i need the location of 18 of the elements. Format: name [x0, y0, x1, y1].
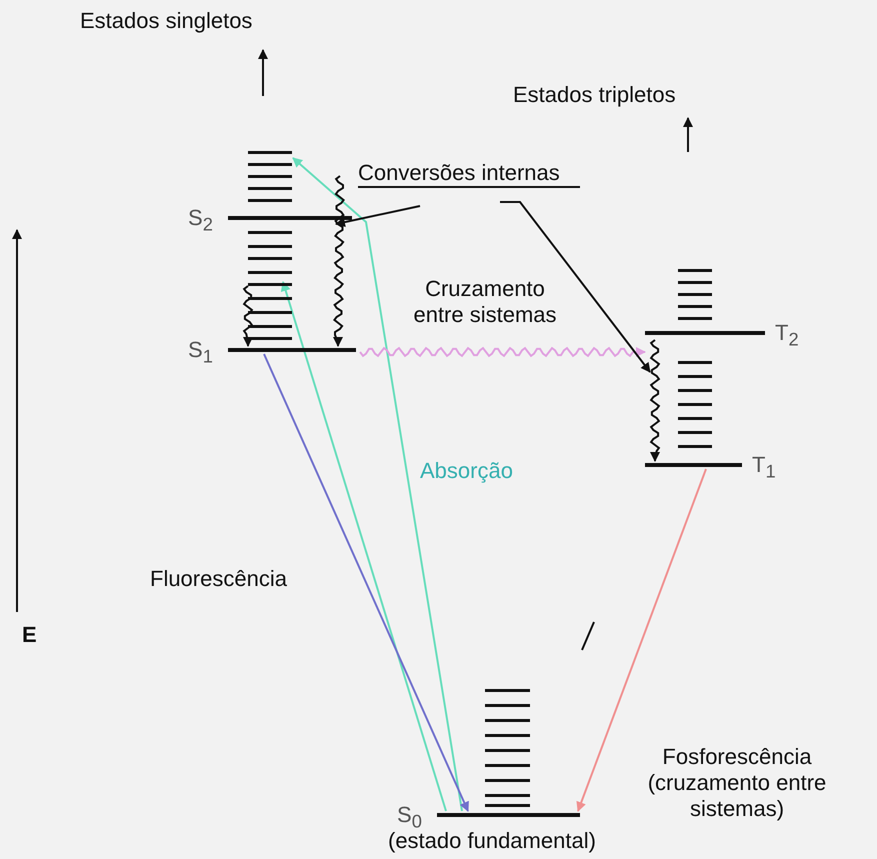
arrow [576, 468, 707, 812]
wavy-arrow [650, 339, 660, 462]
leader-line [500, 201, 651, 373]
heading-label: Estados tripletos [513, 82, 676, 108]
arrow [280, 281, 447, 812]
axis-label: E [22, 622, 37, 648]
wavy-arrow [359, 346, 646, 358]
wavy-arrow [333, 175, 345, 347]
heading-label: Estados singletos [80, 8, 252, 34]
arrow [292, 157, 463, 812]
leader-line [335, 205, 420, 227]
level-label: S$_{2}$ [188, 205, 213, 236]
callout-text: Conversões internas [358, 160, 580, 188]
level-label: T$_{2}$ [775, 320, 799, 352]
level-label: T$_{1}$ [752, 452, 776, 484]
level-label: S$_{1}$ [188, 337, 213, 368]
wavy-arrow [242, 285, 254, 347]
arrow [263, 354, 469, 812]
